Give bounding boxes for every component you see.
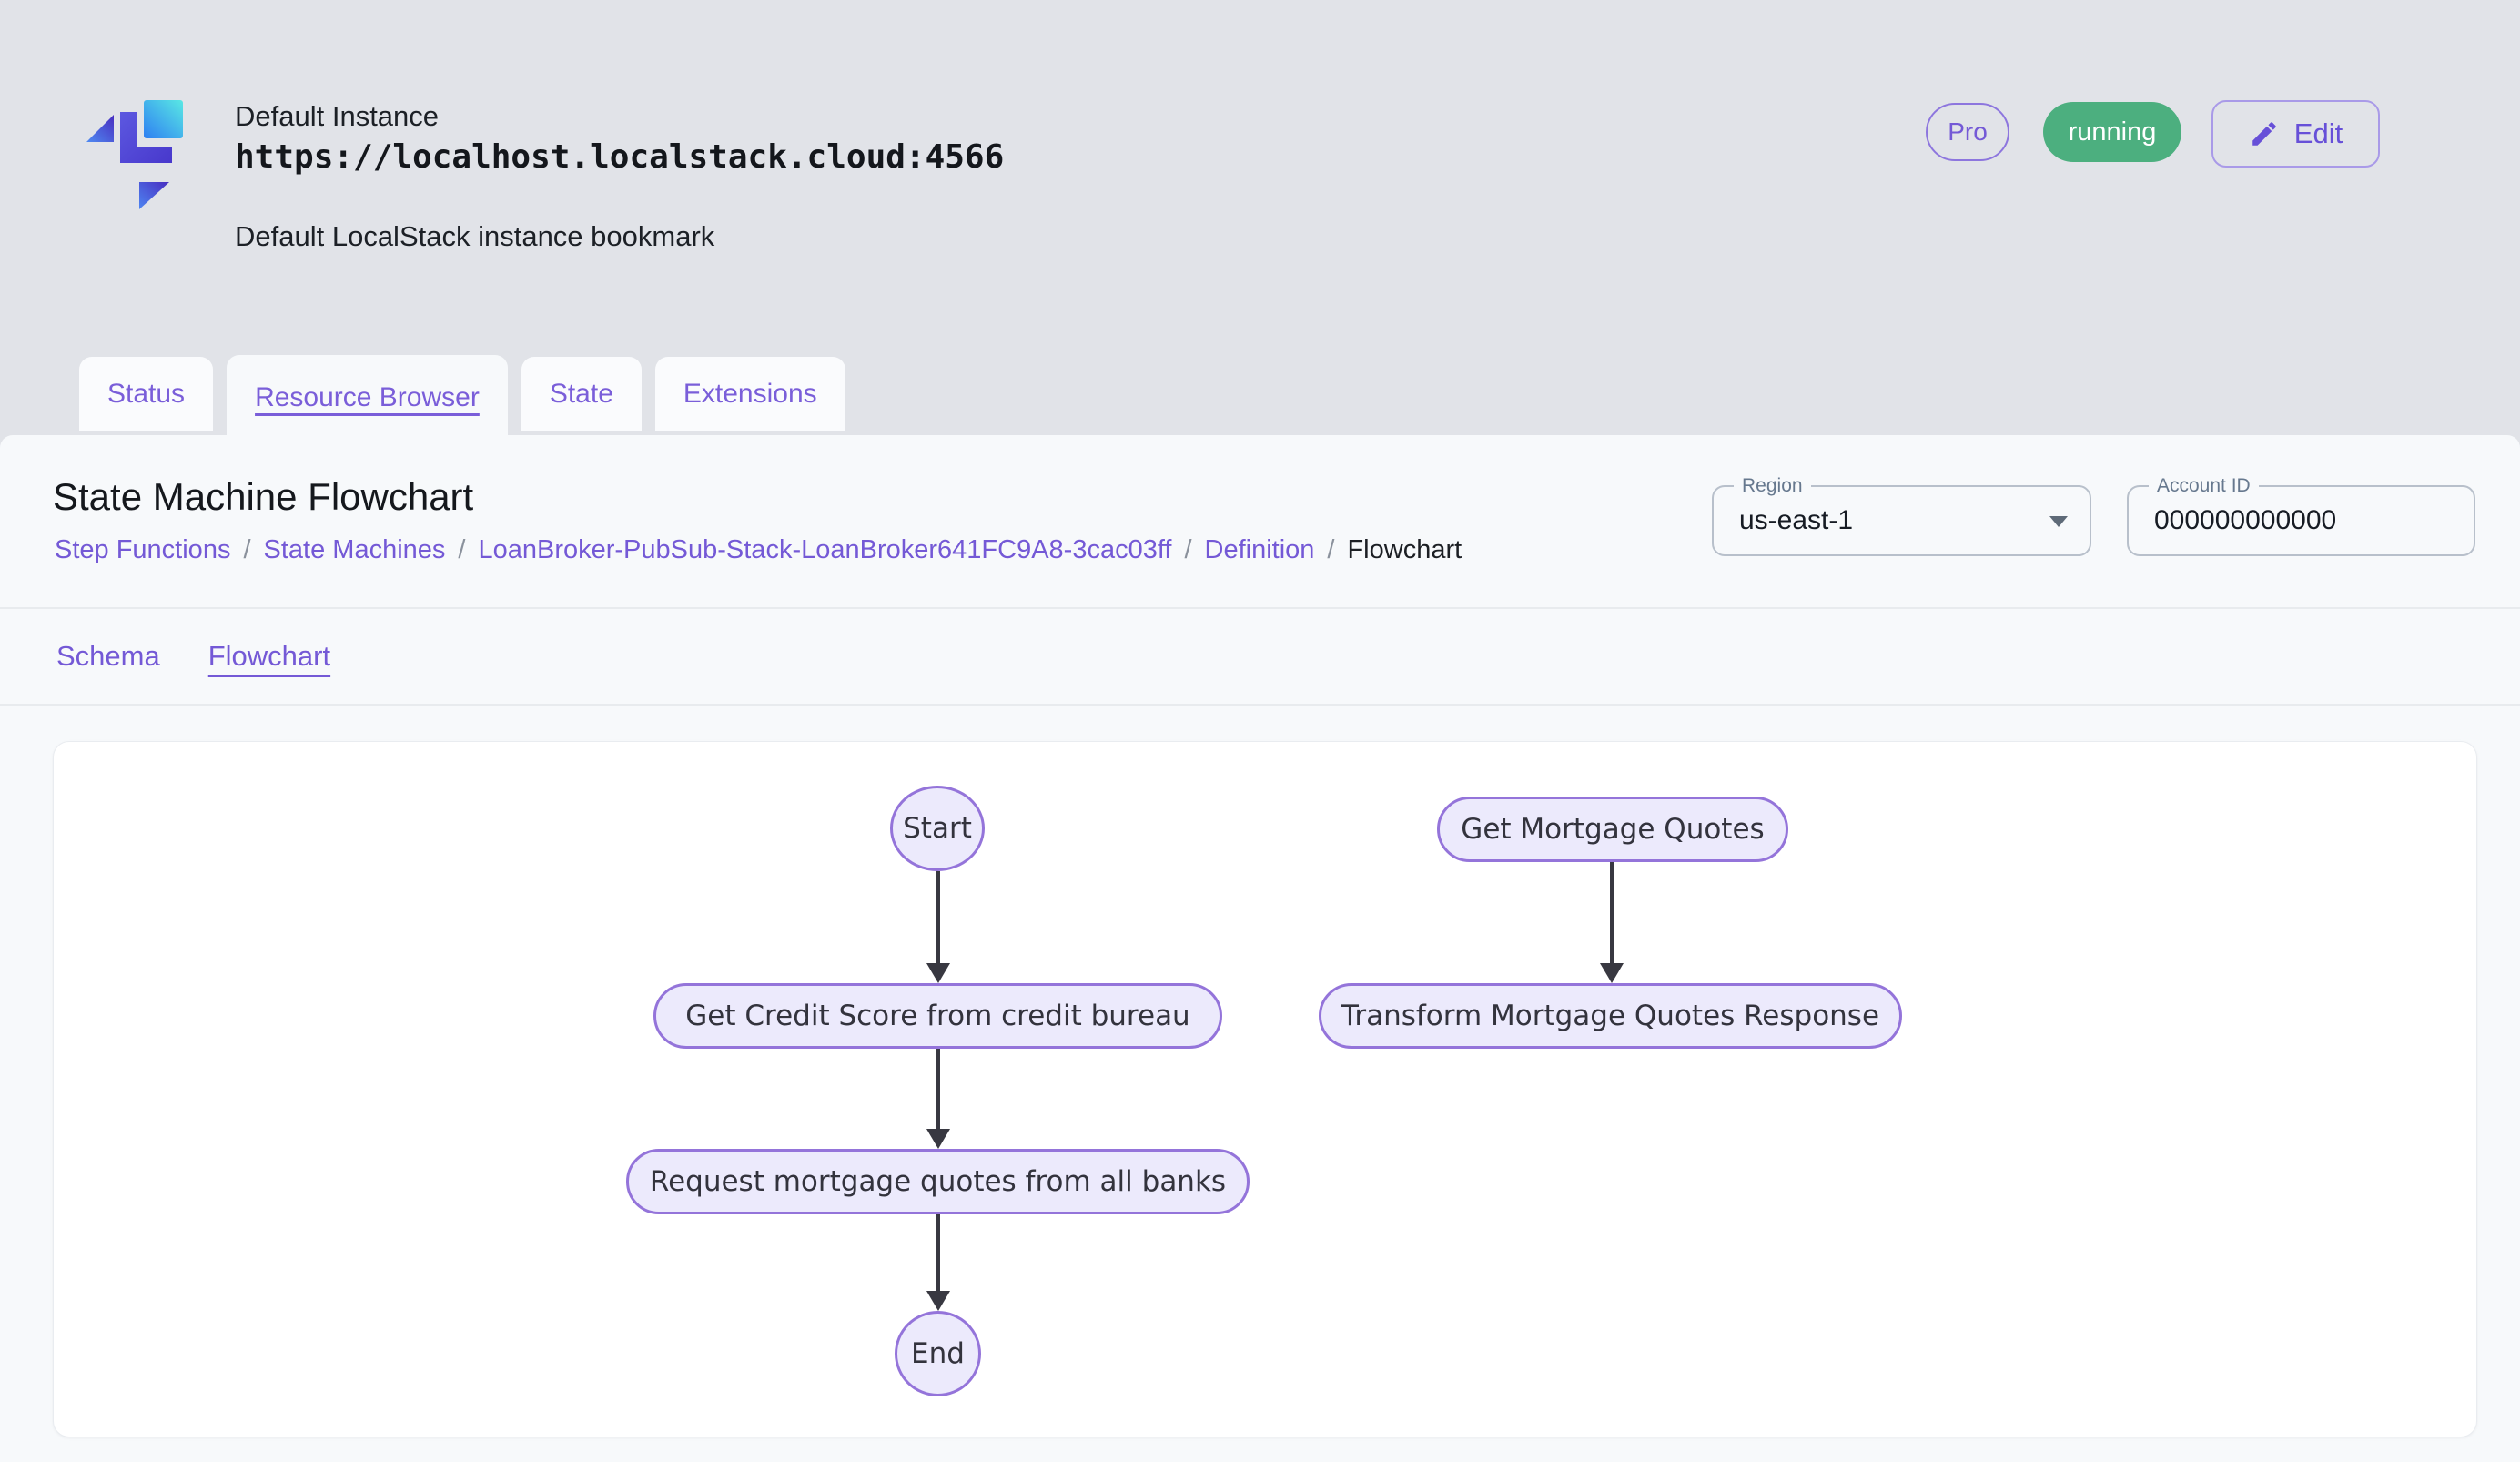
arrowhead-icon [926,1291,950,1311]
region-select-label: Region [1734,474,1811,498]
main-tabs: Status Resource Browser State Extensions [79,355,845,441]
breadcrumb-separator: / [458,535,466,564]
flow-node-get-credit-score: Get Credit Score from credit bureau [653,983,1222,1049]
edit-button[interactable]: Edit [2211,100,2380,168]
resource-browser-panel: State Machine Flowchart Step Functions/S… [0,435,2520,1462]
account-id-field[interactable]: Account ID 000000000000 [2127,474,2475,556]
region-select-value: us-east-1 [1739,505,1854,535]
flow-node-end: End [895,1311,981,1396]
flowchart-card: Start Get Mortgage Quotes Get Credit Sco… [53,741,2477,1437]
breadcrumb: Step Functions / State Machines / LoanBroker… [55,535,1462,565]
tab-resource-browser[interactable]: Resource Browser [227,355,508,441]
localstack-logo [86,100,183,209]
subtab-flowchart[interactable]: Flowchart [207,640,331,672]
arrowhead-icon [1600,963,1624,983]
pro-badge: Pro [1926,103,2009,161]
flow-node-request-quotes: Request mortgage quotes from all banks [626,1149,1250,1214]
pencil-icon [2252,122,2276,146]
flow-edge-quotes-transform [1610,862,1614,963]
breadcrumb-link-state-machines[interactable]: State Machines [263,535,446,564]
tab-extensions[interactable]: Extensions [654,357,845,431]
breadcrumb-current: Flowchart [1347,535,1462,564]
flow-edge-request-end [936,1214,940,1291]
instance-description: Default LocalStack instance bookmark [235,220,715,252]
tab-state[interactable]: State [521,357,642,431]
flow-edge-credit-request [936,1049,940,1129]
breadcrumb-separator: / [1327,535,1335,564]
flow-node-transform-response: Transform Mortgage Quotes Response [1319,983,1902,1049]
account-id-label: Account ID [2149,474,2259,498]
subtab-schema[interactable]: Schema [56,640,160,672]
chevron-down-icon [2049,516,2068,527]
arrowhead-icon [926,963,950,983]
region-select[interactable]: Region us-east-1 [1712,474,2091,556]
definition-subtabs: Schema Flowchart [0,607,2520,706]
breadcrumb-separator: / [243,535,251,564]
flow-node-start: Start [890,786,985,871]
breadcrumb-separator: / [1184,535,1192,564]
breadcrumb-link-definition[interactable]: Definition [1204,535,1315,564]
flow-node-get-mortgage-quotes: Get Mortgage Quotes [1437,797,1788,862]
breadcrumb-link-step-functions[interactable]: Step Functions [55,535,231,564]
edit-button-label: Edit [2293,117,2343,149]
instance-name: Default Instance [235,100,440,132]
instance-url: https://localhost.localstack.cloud:4566 [235,138,1005,176]
page-title: State Machine Flowchart [53,475,474,518]
status-badge: running [2043,102,2181,162]
account-id-value: 000000000000 [2154,505,2337,535]
flow-edge-start-credit [936,871,940,963]
arrowhead-icon [926,1129,950,1149]
tab-status[interactable]: Status [79,357,214,431]
breadcrumb-link-state-machine-id[interactable]: LoanBroker-PubSub-Stack-LoanBroker641FC9… [478,535,1172,564]
